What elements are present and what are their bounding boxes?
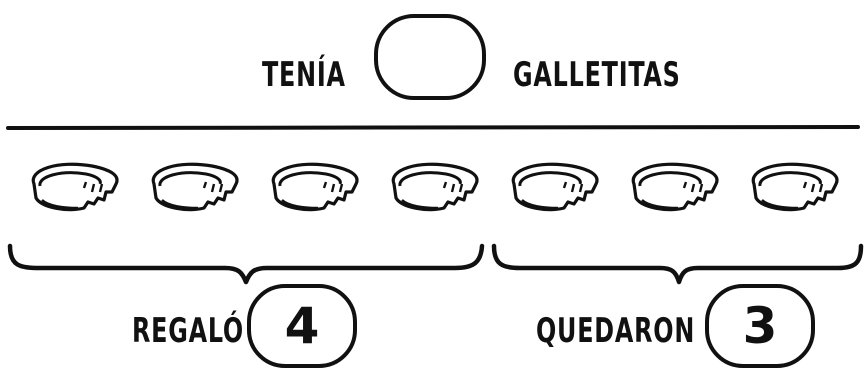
group-label-quedaron: QUEDARON bbox=[536, 311, 696, 351]
divider-line bbox=[6, 125, 860, 130]
answer-box-regalo[interactable]: 4 bbox=[247, 284, 357, 368]
bitten-cookie-icon bbox=[31, 162, 119, 212]
bitten-cookie-icon bbox=[271, 162, 359, 212]
cookie-row bbox=[31, 162, 839, 212]
brace-regalo bbox=[7, 243, 485, 285]
bitten-cookie-icon bbox=[151, 162, 239, 212]
brace-quedaron bbox=[491, 243, 864, 285]
bitten-cookie-icon bbox=[511, 162, 599, 212]
group-label-regalo: REGALÓ bbox=[132, 311, 244, 351]
header-prefix-label: TENÍA bbox=[262, 55, 346, 95]
answer-box-quedaron[interactable]: 3 bbox=[705, 284, 815, 368]
bitten-cookie-icon bbox=[391, 162, 479, 212]
bitten-cookie-icon bbox=[751, 162, 839, 212]
header-suffix-label: GALLETITAS bbox=[513, 55, 681, 95]
bitten-cookie-icon bbox=[631, 162, 719, 212]
answer-box-total[interactable] bbox=[374, 14, 486, 100]
